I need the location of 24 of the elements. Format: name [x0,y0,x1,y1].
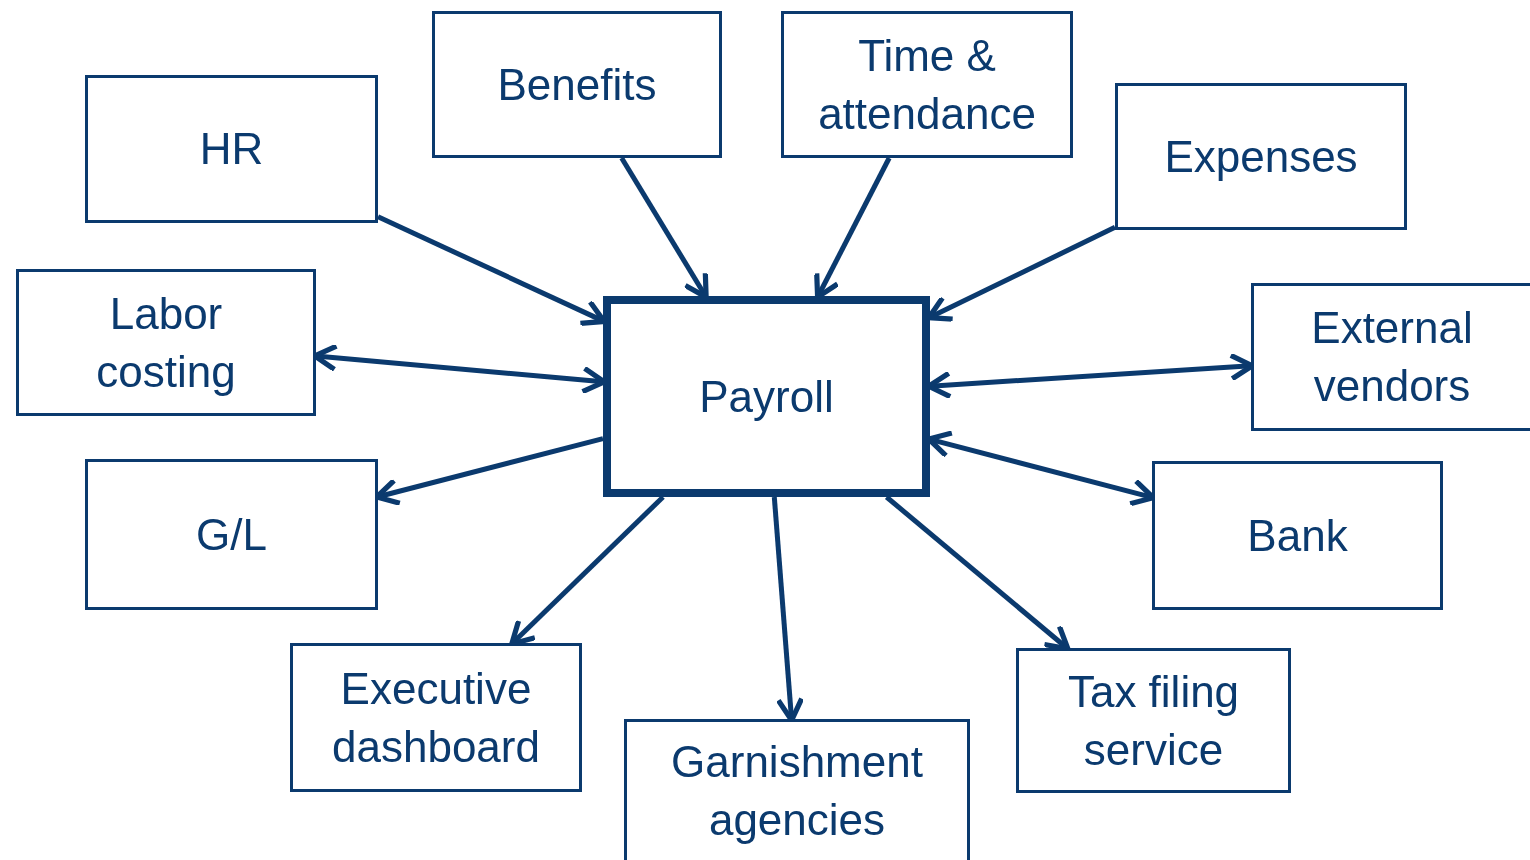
box-label: External vendors [1310,302,1474,412]
process-box [432,11,722,158]
box-label: G/L [196,508,267,561]
process-box [1152,461,1443,610]
box-label: Bank [1247,509,1348,562]
box-label: Tax filing service [1066,665,1241,776]
box-label: Labor costing [95,287,237,398]
box-label: HR [199,123,264,175]
process-box [16,269,316,416]
central-box [603,296,930,497]
process-box [290,643,582,792]
box-label: Executive dashboard [331,662,541,773]
box-label: Expenses [1164,130,1358,183]
process-box [1115,83,1407,230]
process-box [1016,648,1291,793]
process-box [624,719,970,860]
process-box [85,75,378,223]
box-label: Garnishment agencies [670,736,924,846]
process-box [781,11,1073,158]
box-label: Payroll [699,370,834,423]
process-box [85,459,378,610]
box-label: Benefits [497,58,657,111]
box-label: Time & attendance [817,29,1037,140]
process-box [1251,283,1530,431]
